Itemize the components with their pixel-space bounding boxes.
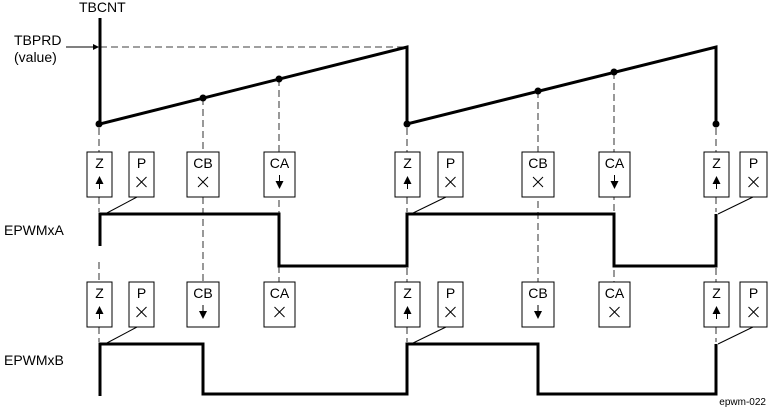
row-a-box: CA: [598, 151, 631, 198]
action-none-cross: [748, 306, 759, 318]
box-letter: CA: [605, 285, 625, 301]
action-down-arrow: [199, 305, 207, 319]
box-letter: P: [446, 155, 455, 171]
box-letter: Z: [712, 155, 721, 171]
row-b-box: CB: [521, 281, 555, 328]
row-b-box: P: [437, 281, 464, 328]
row-a-box: CA: [263, 151, 296, 198]
row-b-box: Z: [394, 281, 421, 328]
tbcnt-label: TBCNT: [79, 0, 126, 15]
zero-point: [712, 120, 720, 128]
p-connector: [104, 326, 138, 345]
action-none-cross: [609, 306, 620, 318]
box-letter: Z: [403, 285, 412, 301]
box-letter: P: [137, 155, 146, 171]
action-up-arrow: [95, 306, 104, 319]
epwmxb-label: EPWMxB: [4, 352, 64, 368]
box-letter: P: [446, 285, 455, 301]
box-letter: P: [749, 155, 758, 171]
action-none-cross: [274, 306, 285, 318]
tbcnt-waveform: [98, 18, 718, 126]
tbprd-value-label: (value): [14, 49, 57, 65]
row-a-box: Z: [394, 151, 421, 198]
row-b-box: CA: [598, 281, 631, 328]
action-up-arrow: [403, 176, 412, 189]
box-letter: P: [749, 285, 758, 301]
box-letter: CB: [193, 155, 212, 171]
action-down-arrow: [534, 305, 542, 319]
box-letter: Z: [403, 155, 412, 171]
action-up-arrow: [403, 306, 412, 319]
p-connector: [717, 196, 754, 215]
box-letter: Z: [712, 285, 721, 301]
action-up-arrow: [712, 176, 721, 189]
action-up-arrow: [95, 176, 104, 189]
row-b-box: P: [739, 281, 768, 328]
row-a-box: P: [437, 151, 464, 198]
action-none-cross: [445, 306, 456, 318]
p-connector: [410, 326, 447, 345]
action-none-cross: [136, 306, 147, 318]
figure-id: epwm-022: [719, 397, 766, 408]
row-a-box: P: [128, 151, 155, 198]
row-b-box: CA: [263, 281, 296, 328]
epwmxa-label: EPWMxA: [4, 222, 65, 238]
p-connector: [104, 196, 138, 215]
box-letter: P: [137, 285, 146, 301]
box-letter: CB: [528, 285, 547, 301]
box-letter: Z: [95, 155, 104, 171]
action-none-cross: [445, 176, 456, 188]
box-letter: CA: [270, 285, 290, 301]
row-a-box: Z: [703, 151, 730, 198]
p-connector: [410, 196, 447, 215]
box-letter: CB: [193, 285, 212, 301]
row-b-box: Z: [703, 281, 730, 328]
row-b-box: P: [128, 281, 155, 328]
row-b-box: Z: [86, 281, 113, 328]
action-down-arrow: [610, 175, 619, 189]
tbprd-arrow-head: [93, 44, 99, 50]
tbprd-label: TBPRD: [14, 32, 61, 48]
row-a-box: P: [739, 151, 768, 198]
p-connector: [717, 326, 754, 345]
action-none-cross: [136, 176, 147, 188]
epwmxa-waveform: [98, 212, 718, 268]
box-letter: CA: [270, 155, 290, 171]
row-a-box: CB: [186, 151, 220, 198]
box-letter: CA: [605, 155, 625, 171]
action-none-cross: [748, 176, 759, 188]
action-none-cross: [197, 176, 209, 188]
action-down-arrow: [275, 175, 284, 189]
row-b-box: CB: [186, 281, 220, 328]
zero-point: [403, 120, 411, 128]
action-none-cross: [532, 176, 544, 188]
epwmxb-waveform: [98, 342, 718, 396]
box-letter: CB: [528, 155, 547, 171]
row-a-box: CB: [521, 151, 555, 198]
action-up-arrow: [712, 306, 721, 319]
row-a-box: Z: [86, 151, 113, 198]
zero-point: [95, 120, 103, 128]
box-letter: Z: [95, 285, 104, 301]
